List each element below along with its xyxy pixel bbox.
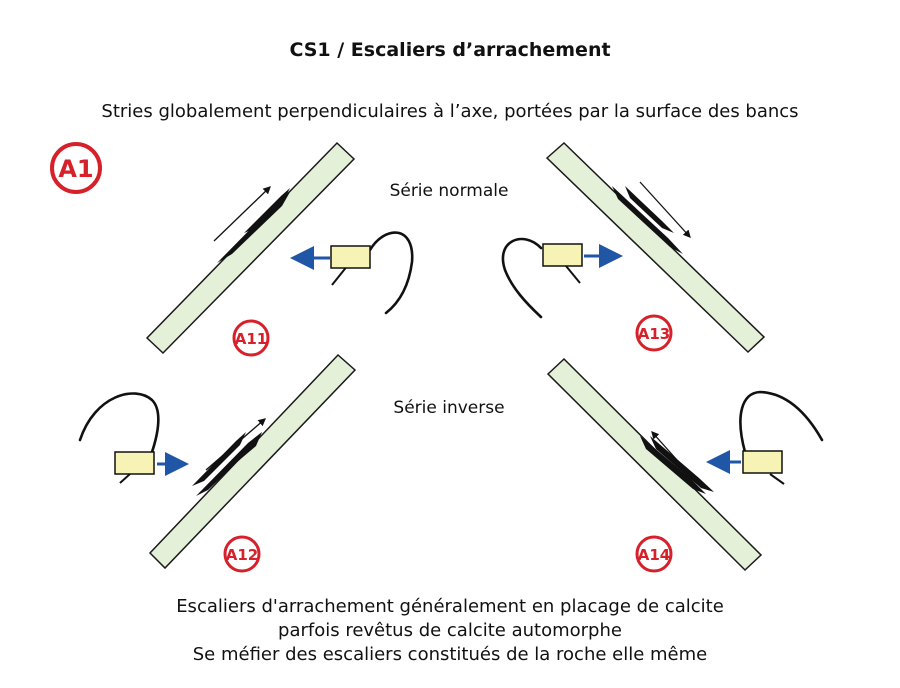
striation-arrow bbox=[639, 181, 691, 238]
calcite-steps bbox=[612, 186, 683, 254]
striation-arrow bbox=[205, 418, 266, 471]
rock-bed bbox=[148, 353, 357, 570]
rock-bed bbox=[546, 357, 763, 572]
badge-a1-label: A1 bbox=[58, 155, 93, 183]
serie-normale-label: Série normale bbox=[390, 181, 509, 201]
panel-a14: A14 bbox=[546, 357, 824, 573]
panel-a11: A11 bbox=[145, 141, 414, 357]
panel-a13: A13 bbox=[501, 141, 766, 354]
serie-inverse-label: Série inverse bbox=[393, 398, 504, 418]
calcite-steps bbox=[640, 436, 714, 494]
panel-a13-label: A13 bbox=[638, 325, 670, 343]
footer-line-3: Se méfier des escaliers constitués de la… bbox=[193, 644, 708, 665]
panel-a12: A12 bbox=[78, 353, 357, 573]
footer-line-1: Escaliers d'arrachement généralement en … bbox=[176, 596, 724, 617]
page-title: CS1 / Escaliers d’arrachement bbox=[289, 39, 610, 61]
striation-arrow bbox=[213, 186, 271, 242]
hand-sample bbox=[501, 237, 583, 319]
footer-line-2: parfois revêtus de calcite automorphe bbox=[278, 620, 622, 641]
panel-a12-label: A12 bbox=[226, 546, 258, 564]
calcite-steps bbox=[217, 188, 290, 263]
rock-bed bbox=[545, 141, 766, 354]
panel-a14-label: A14 bbox=[638, 546, 670, 564]
hand-sample bbox=[330, 231, 414, 315]
hand-sample bbox=[739, 390, 824, 485]
striation-arrow bbox=[651, 431, 703, 489]
hand-sample bbox=[78, 392, 160, 484]
badge-a1: A1 bbox=[50, 142, 102, 194]
page-subtitle: Stries globalement perpendiculaires à l’… bbox=[101, 101, 798, 122]
panel-a11-label: A11 bbox=[235, 330, 267, 348]
